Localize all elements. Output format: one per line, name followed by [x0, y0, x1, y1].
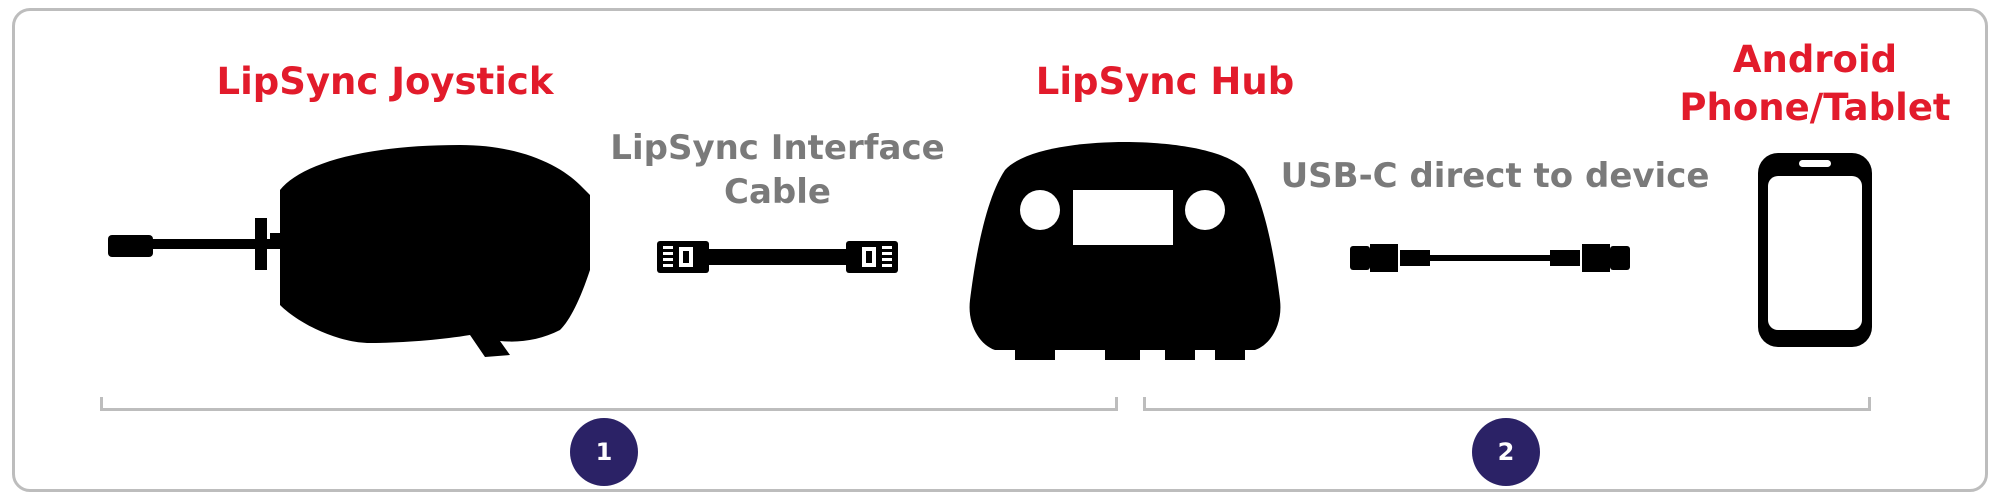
android-title: Android Phone/Tablet [1650, 36, 1980, 132]
step-1-bracket [100, 397, 1118, 411]
interface-cable-icon [657, 241, 898, 273]
hub-device-icon [969, 142, 1281, 360]
step-2-badge: 2 [1472, 418, 1540, 486]
usb-c-cable-icon [1350, 244, 1630, 272]
usb-c-cable-label: USB-C direct to device [1280, 156, 1710, 196]
interface-cable-label-line1: LipSync Interface [610, 128, 945, 168]
interface-cable-label: LipSync Interface Cable [600, 126, 955, 214]
android-title-line1: Android [1732, 38, 1898, 81]
joystick-device-icon [108, 145, 590, 357]
interface-cable-label-line2: Cable [724, 172, 831, 213]
android-title-line2: Phone/Tablet [1679, 86, 1951, 130]
joystick-title: LipSync Joystick [216, 60, 554, 103]
hub-title: LipSync Hub [1035, 60, 1295, 103]
step-1-badge: 1 [570, 418, 638, 486]
smartphone-icon [1758, 153, 1872, 347]
step-2-bracket [1143, 397, 1871, 411]
